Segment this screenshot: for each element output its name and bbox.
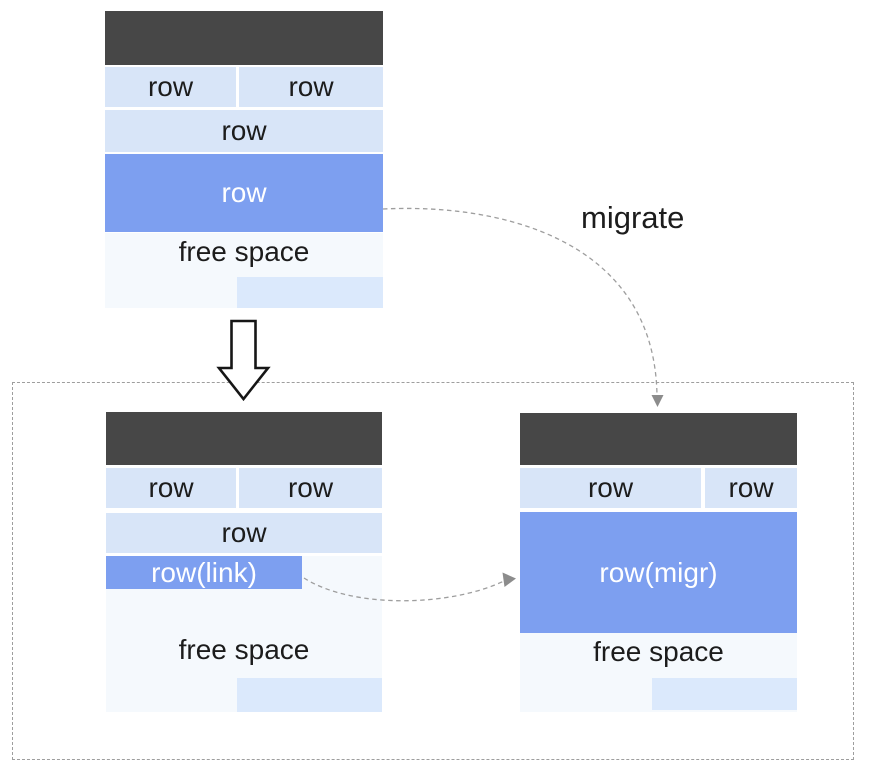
row-label: row	[728, 472, 774, 503]
page-header-block	[105, 11, 383, 65]
row-cell: row	[106, 468, 236, 508]
row-label: row	[221, 177, 267, 208]
row-cell: row	[105, 67, 236, 107]
row-cell: row	[520, 468, 701, 508]
free-space-label: free space	[178, 236, 310, 267]
page-after-original: row row row free space row(link)	[106, 412, 382, 712]
row-label: row	[221, 115, 267, 146]
row-cell: row	[239, 67, 383, 107]
row-cell-link: row(link)	[106, 556, 302, 589]
row-label: row	[288, 71, 334, 102]
migrate-arrow-icon	[382, 207, 658, 397]
row-cell: row	[239, 468, 382, 508]
page-header-block	[520, 413, 797, 465]
footer-slot-block	[237, 277, 383, 308]
row-cell: row	[705, 468, 797, 508]
row-label: row	[147, 71, 194, 102]
row-label: row	[587, 472, 634, 503]
row-link-label: row(link)	[151, 556, 257, 588]
page-original: row row row row free space	[105, 11, 383, 308]
row-cell-full: row	[105, 110, 383, 152]
row-migr-label: row(migr)	[599, 556, 718, 588]
row-label: row	[148, 472, 194, 503]
row-cell-full: row	[106, 513, 382, 553]
footer-slot-block	[652, 678, 797, 710]
row-cell-highlighted: row	[105, 154, 383, 232]
page-after-new: row row row(migr) free space	[520, 413, 797, 712]
free-space-label: free space	[593, 636, 724, 667]
row-label: row	[287, 472, 334, 503]
migrate-arrow-label: migrate	[581, 200, 685, 235]
free-space-label: free space	[178, 634, 310, 665]
row-cell-migrated: row(migr)	[520, 512, 797, 633]
row-label: row	[221, 517, 267, 548]
page-header-block	[106, 412, 382, 465]
footer-slot-block	[237, 678, 382, 712]
